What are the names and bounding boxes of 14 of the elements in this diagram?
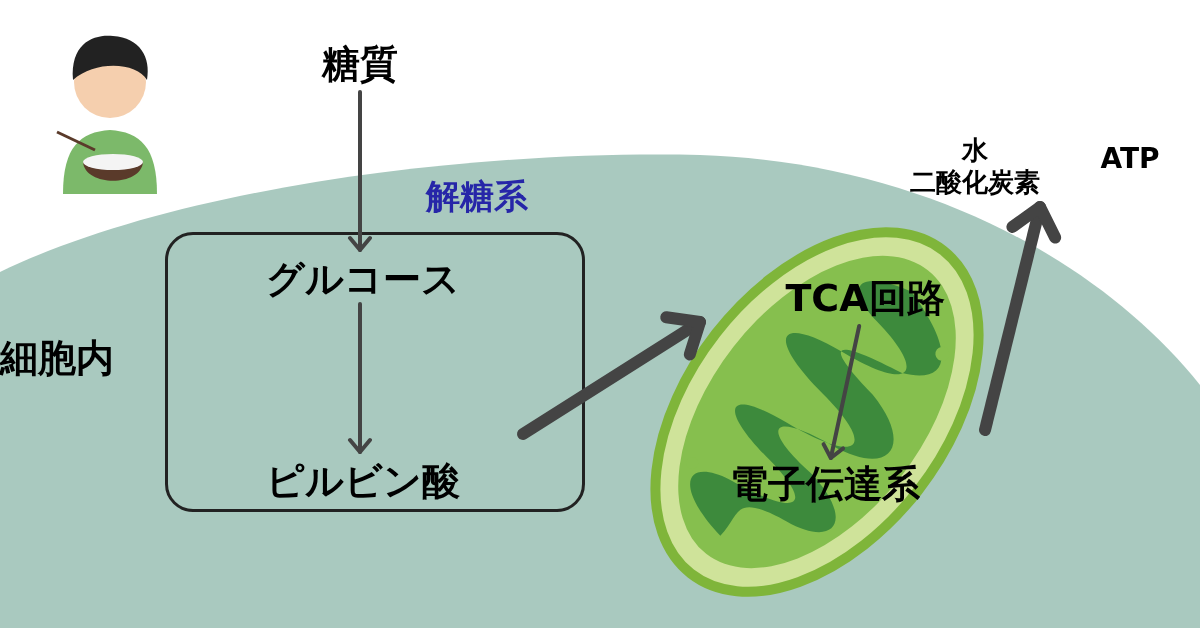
node-label: TCA回路 [785, 275, 945, 323]
arrow [348, 90, 372, 252]
node-label: 二酸化炭素 [910, 166, 1040, 199]
arrow [517, 311, 706, 440]
node-label: 糖質 [322, 41, 398, 89]
box-heading: 解糖系 [426, 176, 528, 216]
arrow [821, 324, 862, 460]
node-label: 水 [962, 133, 988, 166]
node-label: ATP [1100, 140, 1160, 176]
arrow [348, 302, 372, 454]
arrow [979, 201, 1062, 436]
node-label: グルコース [266, 256, 460, 304]
node-label: ピルビン酸 [266, 458, 460, 506]
node-label: 電子伝達系 [730, 461, 920, 509]
